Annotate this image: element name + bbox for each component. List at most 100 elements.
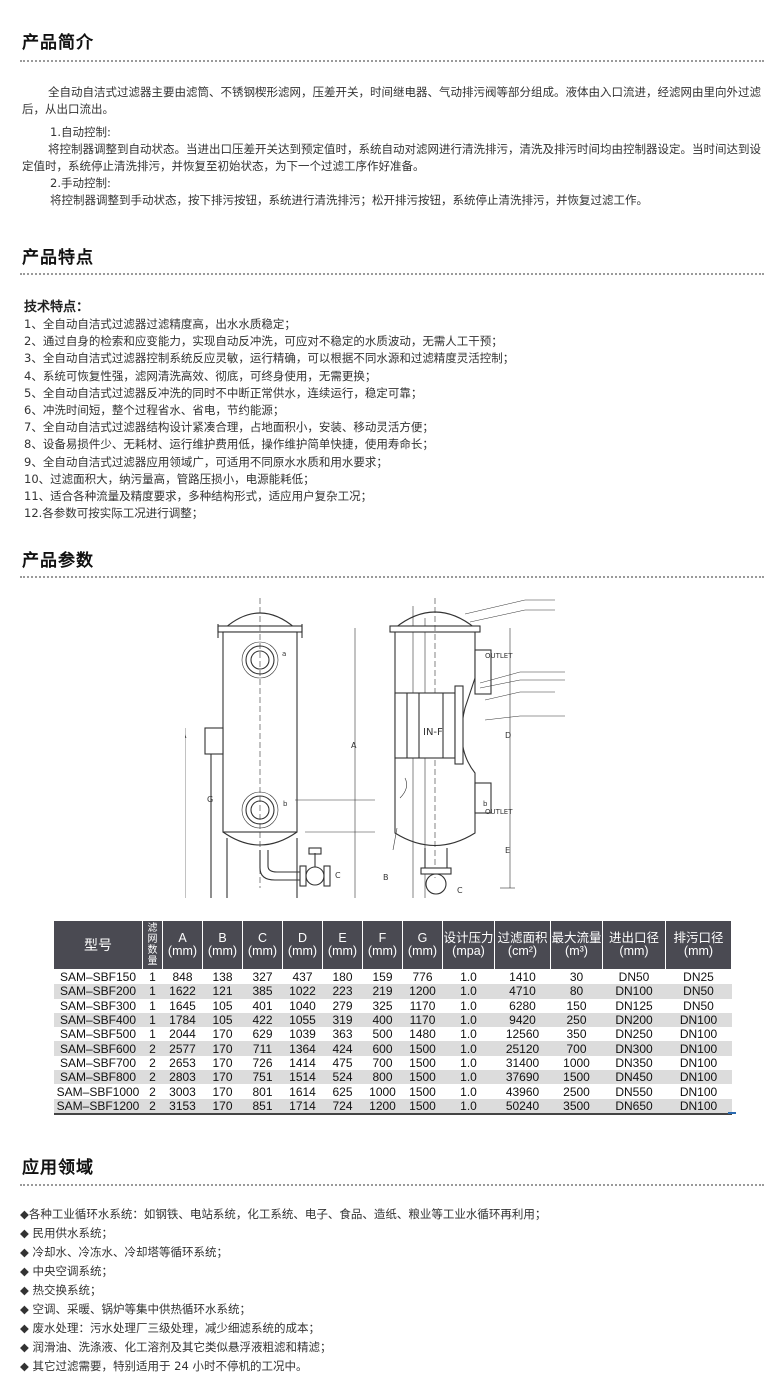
table-cell: 524 [322, 1070, 363, 1085]
table-cell: 6280 [509, 998, 536, 1013]
table-cell: 327 [252, 970, 273, 985]
table-cell: SAM–SBF800 [53, 1070, 143, 1085]
table-cell: 2577 [162, 1041, 203, 1056]
table-cell: 625 [332, 1084, 353, 1099]
table-cell: 37690 [494, 1070, 551, 1085]
table-cell: 1414 [289, 1055, 316, 1070]
table-cell: 711 [242, 1041, 283, 1056]
table-cell: 12560 [505, 1027, 540, 1042]
list-item: 7、全自动自洁式过滤器结构设计紧凑合理，占地面积小，安装、移动灵活方便； [24, 420, 434, 435]
table-header: B(mm) [202, 920, 243, 970]
table-cell: 1.0 [460, 1027, 477, 1042]
table-cell: DN125 [615, 998, 653, 1013]
table-cell: 1500 [409, 1055, 436, 1070]
table-cell: 1 [142, 1012, 163, 1028]
intro-paragraph: 全自动自洁式过滤器主要由滤筒、不锈钢楔形滤网，压差开关，时间继电器、气动排污阀等… [22, 85, 761, 116]
svg-text:G: G [207, 795, 213, 804]
table-cell: 170 [212, 1055, 233, 1070]
table-cell: 170 [212, 1084, 233, 1099]
svg-text:C: C [335, 871, 341, 880]
table-cell: 3500 [550, 1098, 603, 1114]
table-cell: 1 [149, 970, 156, 985]
table-header: A(mm) [162, 920, 203, 970]
table-cell: DN550 [615, 1084, 653, 1099]
table-cell: SAM–SBF1000 [56, 1084, 140, 1099]
table-cell: 170 [202, 1070, 243, 1085]
list-item: 4、系统可恢复性强，滤网清洗高效、彻底，可终身使用，无需更换； [24, 368, 377, 383]
table-cell: 180 [332, 970, 353, 985]
table-cell: DN450 [602, 1070, 666, 1085]
table-cell: 1480 [409, 1027, 436, 1042]
section-divider [20, 1184, 764, 1186]
list-item: 8、设备易损件少、无耗材、运行维护费用低，操作维护简单快捷，使用寿命长； [24, 437, 434, 452]
table-cell: DN100 [665, 1012, 732, 1028]
table-cell: 1200 [362, 1098, 403, 1114]
table-header-row: 型号 滤网数量 A(mm) B(mm) C(mm) D(mm) E(mm) F(… [53, 920, 732, 970]
table-cell: DN50 [683, 998, 714, 1013]
list-item: ◆ 冷却水、冷冻水、冷却塔等循环系统； [20, 1245, 228, 1259]
table-cell: 700 [372, 1055, 393, 1070]
table-cell: DN100 [679, 1055, 718, 1070]
table-cell: 475 [332, 1055, 353, 1070]
list-item: 2、通过自身的检索和应变能力，实现自动反冲洗，可应对不稳定的水质波动，无需人工干… [24, 334, 503, 349]
table-cell: 25120 [494, 1041, 551, 1056]
table-cell: 325 [372, 998, 393, 1013]
table-cell: 1614 [289, 1084, 316, 1099]
table-cell: 437 [292, 970, 313, 985]
table-cell: 400 [362, 1012, 403, 1028]
table-cell: 751 [242, 1070, 283, 1085]
table-cell: 80 [550, 984, 603, 999]
list-item: 6、冲洗时间短，整个过程省水、省电，节约能源； [24, 403, 285, 418]
table-cell: 159 [372, 970, 393, 985]
table-cell: 776 [412, 970, 433, 985]
table-header: 进出口径(mm) [602, 920, 666, 970]
table-cell: 1714 [282, 1098, 323, 1114]
table-cell: 250 [550, 1012, 603, 1028]
svg-text:B: B [383, 873, 389, 882]
list-item: ◆ 空调、采暖、锅炉等集中供热循环水系统； [20, 1302, 251, 1316]
table-cell: 43960 [505, 1084, 540, 1099]
table-cell: 629 [252, 1027, 273, 1042]
table-cell: 1.0 [460, 998, 477, 1013]
table-cell: 424 [322, 1041, 363, 1056]
table-cell: 9420 [494, 1012, 551, 1028]
table-cell: 2 [142, 1098, 163, 1114]
section-title-features: 产品特点 [22, 248, 94, 268]
list-item: ◆ 民用供水系统； [20, 1226, 113, 1240]
table-header: C(mm) [242, 920, 283, 970]
list-item: ◆ 废水处理：污水处理厂三级处理，减少细滤系统的成本； [20, 1321, 320, 1335]
list-item: 5、全自动自洁式过滤器反冲洗的同时不中断正常供水，连续运行，稳定可靠； [24, 385, 423, 400]
table-cell: SAM–SBF400 [53, 1012, 143, 1028]
table-header: G(mm) [402, 920, 443, 970]
table-cell: 1500 [550, 1070, 603, 1085]
table-cell: 363 [332, 1027, 353, 1042]
table-cell: 170 [202, 1041, 243, 1056]
table-cell: 223 [322, 984, 363, 999]
table-cell: 105 [202, 1012, 243, 1028]
table-cell: DN100 [665, 1041, 732, 1056]
table-cell: SAM–SBF300 [59, 998, 137, 1013]
svg-text:A: A [351, 741, 357, 750]
table-cell: 422 [242, 1012, 283, 1028]
table-cell: 1 [142, 984, 163, 999]
table-cell: 138 [212, 970, 233, 985]
table-cell: 800 [362, 1070, 403, 1085]
table-cell: 2 [142, 1041, 163, 1056]
table-cell: 1040 [289, 998, 316, 1013]
table-cell: 30 [569, 970, 584, 985]
table-cell: DN100 [665, 1070, 732, 1085]
list-item: 12.各参数可按实际工况进行调整； [24, 506, 204, 521]
table-cell: 1500 [409, 1084, 436, 1099]
table-cell: 1500 [402, 1098, 443, 1114]
manual-control-text: 将控制器调整到手动状态，按下排污按钮，系统进行清洗排污；松开排污按钮，系统停止清… [50, 193, 648, 207]
auto-control-text: 将控制器调整到自动状态。当进出口压差开关达到预定值时，系统自动对滤网进行清洗排污… [22, 142, 761, 173]
table-cell: 31400 [505, 1055, 540, 1070]
table-header: 排污口径(mm) [665, 920, 732, 970]
section-title-params: 产品参数 [22, 551, 94, 571]
